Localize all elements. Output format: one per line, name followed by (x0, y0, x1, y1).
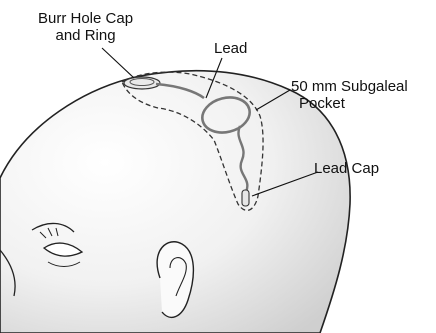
label-burr-hole-line1: Burr Hole Cap (38, 10, 133, 27)
leader-burr (102, 48, 134, 78)
label-pocket-line1: 50 mm Subgaleal (291, 78, 408, 95)
label-lead-cap: Lead Cap (314, 160, 379, 177)
label-subgaleal-pocket: 50 mm Subgaleal Pocket (291, 78, 408, 112)
label-lead: Lead (214, 40, 247, 57)
label-burr-hole-cap: Burr Hole Cap and Ring (38, 10, 133, 44)
label-pocket-line2: Pocket (291, 95, 408, 112)
label-burr-hole-line2: and Ring (38, 27, 133, 44)
lead-cap (242, 190, 249, 206)
